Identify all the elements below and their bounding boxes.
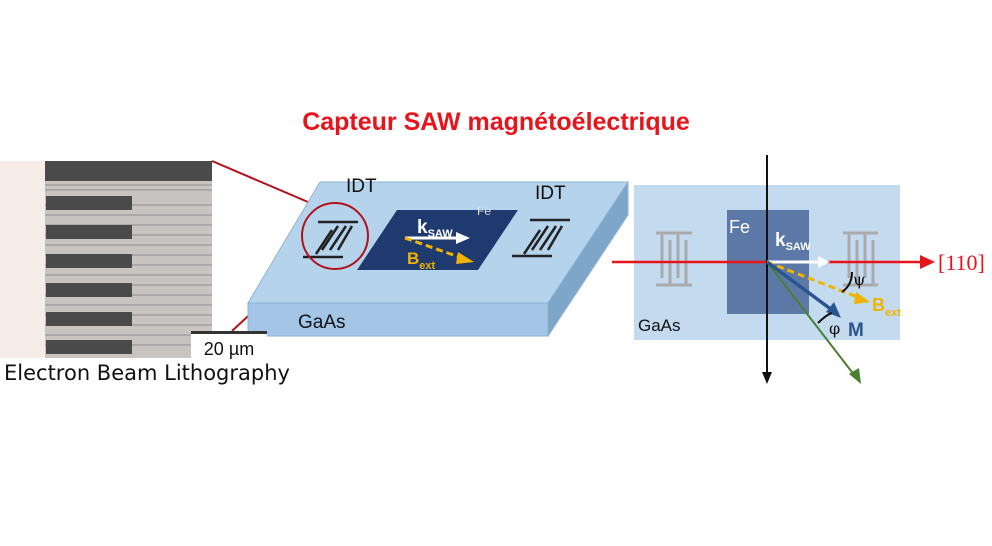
idt-right-label: IDT <box>535 183 566 204</box>
bext-arrow-top <box>766 260 861 300</box>
fe-film-3d <box>357 210 518 270</box>
idt-left-label: IDT <box>346 176 377 197</box>
slide-title: Capteur SAW magnétoélectrique <box>302 108 690 136</box>
gaas-label-3d: GaAs <box>298 312 346 333</box>
axis-110-arrowhead <box>920 255 935 269</box>
sem-micrograph <box>0 161 212 358</box>
ksaw-sub-3d: SAW <box>428 228 454 240</box>
vertical-axis-arrowhead <box>762 372 772 384</box>
svg-text:kSAW: kSAW <box>775 230 811 253</box>
bext-label-3d: B <box>407 249 419 268</box>
psi-label: ψ <box>853 270 866 289</box>
ksaw-label-top: k <box>775 230 786 251</box>
idt-highlight-circle <box>301 202 369 270</box>
fe-label-3d: Fe <box>477 204 491 218</box>
bext-arrow-3d <box>404 236 463 260</box>
axis-110-label: [110] <box>938 250 985 275</box>
ksaw-arrowhead-top <box>818 256 830 268</box>
diagonal-axis <box>766 261 856 377</box>
phi-arc <box>817 312 833 324</box>
idt-left <box>303 220 358 259</box>
zoom-line-top <box>211 160 316 206</box>
phi-label: φ <box>829 319 840 338</box>
m-arrow <box>765 260 834 312</box>
ksaw-arrowhead-3d <box>456 232 470 244</box>
idt-right-top <box>843 231 878 287</box>
micrograph-caption: Electron Beam Lithography <box>4 361 290 385</box>
bext-arrowhead-3d <box>456 252 474 264</box>
idt-right <box>512 218 570 258</box>
bext-arrowhead-top <box>854 292 870 304</box>
fe-label-top: Fe <box>729 217 750 237</box>
gaas-label-top: GaAs <box>638 316 681 335</box>
scale-bar-label: 20 µm <box>191 331 267 360</box>
ksaw-sub-top: SAW <box>786 241 812 253</box>
ksaw-label-3d: k <box>417 217 428 238</box>
svg-text:kSAW: kSAW <box>417 217 453 240</box>
svg-text:Bext: Bext <box>407 249 436 272</box>
diagonal-axis-arrowhead <box>849 368 861 384</box>
svg-text:Bext: Bext <box>872 295 901 319</box>
m-arrowhead <box>826 302 841 318</box>
psi-arc <box>841 271 853 293</box>
bext-label-top: B <box>872 295 885 315</box>
bext-sub-top: ext <box>885 307 901 319</box>
bext-sub-3d: ext <box>419 260 435 272</box>
m-label: M <box>848 320 864 341</box>
